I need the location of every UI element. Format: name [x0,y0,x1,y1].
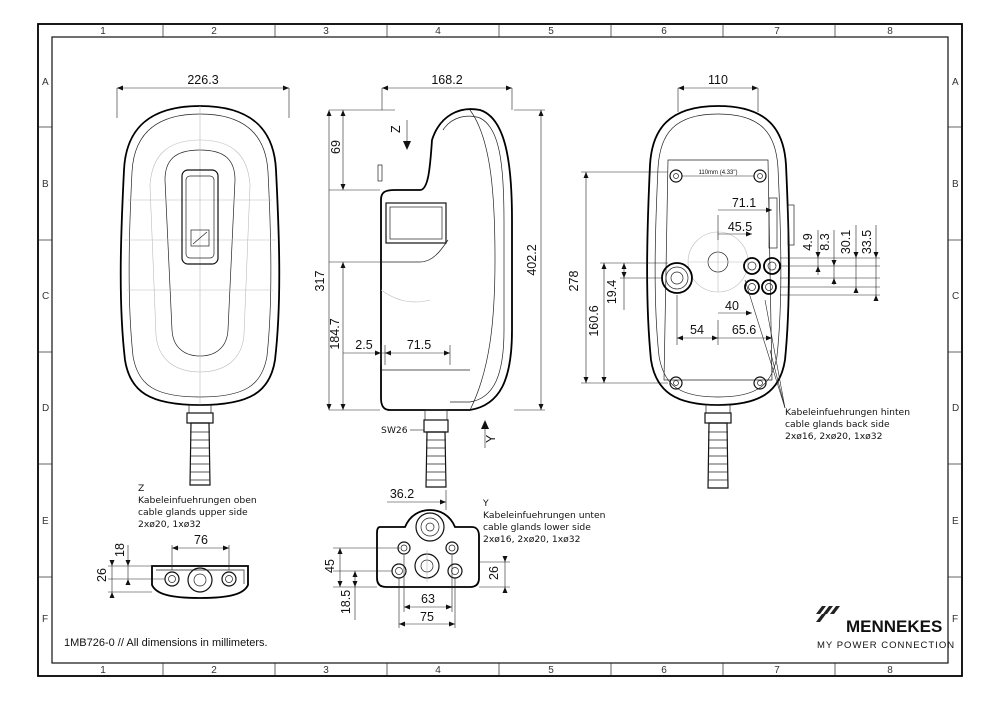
sw26-label: SW26 [381,425,408,436]
dim-75: 75 [420,610,434,624]
z-note-line-3: cable glands upper side [138,507,248,518]
mennekes-logo-icon [816,606,840,622]
dim-36-2: 36.2 [390,487,414,501]
grid-row-c: C [42,291,49,302]
grid-row-a-right: A [952,77,959,88]
dim-19-4: 19.4 [605,280,619,304]
dim-54: 54 [690,323,704,337]
side-width-dim: 168.2 [431,73,462,87]
y-note-line-1: Y [482,498,489,509]
dim-40: 40 [725,299,739,313]
grid-row-d: D [42,403,49,414]
dim-33-5: 33.5 [860,230,874,254]
dim-63: 63 [421,592,435,606]
grid-row-a: A [42,77,49,88]
dim-18-5: 18.5 [339,590,353,614]
dim-160-6: 160.6 [587,305,601,336]
back-note-line-2: cable glands back side [785,419,890,430]
grid-col-7-bottom: 7 [774,665,780,676]
dim-45-5: 45.5 [728,220,752,234]
back-width-dim: 110 [708,73,728,87]
grid-col-4-bottom: 4 [435,665,441,676]
grid-col-1: 1 [100,26,106,37]
brand-tagline: MY POWER CONNECTION [817,640,955,651]
y-note-line-2: Kabeleinfuehrungen unten [483,510,606,521]
z-view: Z Kabeleinfuehrungen oben cable glands u… [95,483,257,599]
grid-col-4: 4 [435,26,441,37]
label-110mm: 110mm (4.33") [698,170,737,176]
grid-row-b-right: B [952,179,959,190]
y-note-line-3: cable glands lower side [483,522,591,533]
dim-71-1: 71.1 [732,196,756,210]
dim-65-6: 65.6 [732,323,756,337]
back-note-line-3: 2xø16, 2xø20, 1xø32 [785,431,882,442]
grid-col-5: 5 [548,26,554,37]
dim-30-1: 30.1 [839,230,853,254]
back-note-line-1: Kabeleinfuehrungen hinten [785,407,910,418]
z-arrow-label: Z [389,125,403,133]
dim-18: 18 [113,543,127,557]
dim-4-9: 4.9 [801,233,815,250]
drawing-frame: 1 2 3 4 5 6 7 8 1 2 3 4 5 6 7 8 A B C D … [37,23,963,677]
dim-184-7: 184.7 [328,318,342,349]
z-note-line-2: Kabeleinfuehrungen oben [138,495,257,506]
front-width-dim: 226.3 [187,73,218,87]
doc-note: 1MB726-0 // All dimensions in millimeter… [64,637,268,649]
dim-26-y: 26 [487,566,501,580]
dim-278: 278 [567,271,581,292]
back-view: 110 110mm (4.33") 278 160.6 [567,73,910,489]
dim-45: 45 [323,559,337,573]
grid-col-2: 2 [211,26,217,37]
footer: 1MB726-0 // All dimensions in millimeter… [64,606,955,651]
grid-row-c-right: C [952,291,959,302]
grid-row-f-right: F [952,614,958,625]
dim-76: 76 [194,533,208,547]
grid-col-5-bottom: 5 [548,665,554,676]
side-view: 168.2 Z 69 317 184.7 402.2 [313,73,545,510]
brand-name: MENNEKES [846,617,942,636]
dim-71-5: 71.5 [407,338,431,352]
grid-row-b: B [42,179,49,190]
dim-69: 69 [329,140,343,154]
dim-317: 317 [313,271,327,292]
grid-col-1-bottom: 1 [100,665,106,676]
grid-col-6: 6 [661,26,667,37]
grid-row-f: F [42,614,48,625]
grid-row-d-right: D [952,403,959,414]
grid-row-e-right: E [952,516,959,527]
grid-col-8-bottom: 8 [887,665,893,676]
grid-col-8: 8 [887,26,893,37]
dim-26-z: 26 [95,568,109,582]
dim-402-2: 402.2 [525,244,539,275]
front-view: 226.3 [116,73,290,486]
z-note-line-4: 2xø20, 1xø32 [138,519,201,530]
y-note-line-4: 2xø16, 2xø20, 1xø32 [483,534,580,545]
grid-col-7: 7 [774,26,780,37]
grid-col-2-bottom: 2 [211,665,217,676]
dim-8-3: 8.3 [818,233,832,250]
dim-2-5: 2.5 [355,338,372,352]
grid-row-e: E [42,516,49,527]
grid-col-3: 3 [323,26,329,37]
z-note-line-1: Z [138,483,144,494]
y-view: Y Kabeleinfuehrungen unten cable glands … [323,498,606,628]
y-arrow-label: Y [484,434,498,443]
grid-col-6-bottom: 6 [661,665,667,676]
grid-col-3-bottom: 3 [323,665,329,676]
